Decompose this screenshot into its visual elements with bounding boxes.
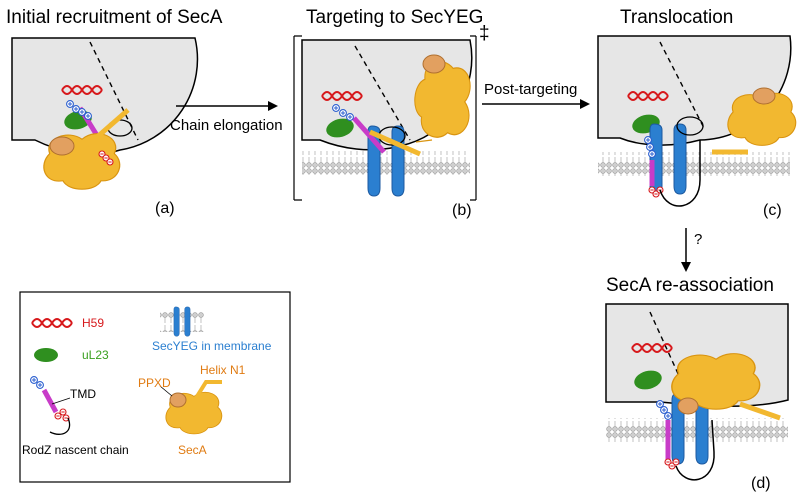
legend-label-tmd: TMD bbox=[70, 387, 96, 401]
legend-label-helix-n1: Helix N1 bbox=[200, 363, 246, 377]
arrow-label-chain-elongation: Chain elongation bbox=[170, 117, 283, 134]
legend-label-ppxd: PPXD bbox=[138, 376, 171, 390]
legend-label-nascent-chain: RodZ nascent chain bbox=[22, 443, 129, 457]
title-translocation: Translocation bbox=[620, 7, 734, 28]
legend-label-ul23: uL23 bbox=[82, 348, 109, 362]
membrane bbox=[302, 151, 470, 175]
legend-label-h59: H59 bbox=[82, 316, 105, 330]
arrow-label-question: ? bbox=[694, 231, 703, 248]
panel-a-diagram bbox=[11, 37, 199, 190]
legend-nascent-chain-icon bbox=[30, 376, 71, 435]
title-seca-reassociation: SecA re-association bbox=[606, 275, 774, 296]
arrow-reassociation bbox=[681, 228, 691, 272]
arrow-label-post-targeting: Post-targeting bbox=[484, 81, 578, 98]
arrow-chain-elongation bbox=[176, 101, 278, 111]
legend-label-secyeg: SecYEG in membrane bbox=[152, 339, 272, 353]
panel-label-a: (a) bbox=[155, 200, 175, 217]
panel-label-d: (d) bbox=[751, 475, 771, 492]
panel-b-diagram bbox=[293, 35, 477, 201]
panel-d-diagram bbox=[605, 303, 789, 481]
legend-ul23-icon bbox=[34, 348, 58, 362]
title-initial-recruitment: Initial recruitment of SecA bbox=[6, 7, 223, 28]
panel-c-diagram bbox=[597, 35, 797, 207]
legend-box bbox=[19, 291, 291, 483]
legend-label-seca: SecA bbox=[178, 443, 207, 457]
arrow-post-targeting bbox=[482, 99, 590, 109]
legend-seca-icon bbox=[159, 380, 223, 435]
title-targeting: Targeting to SecYEG bbox=[306, 7, 484, 28]
panel-label-b: (b) bbox=[452, 202, 472, 219]
title-targeting-mark: ‡ bbox=[479, 23, 490, 44]
legend-secyeg-icon bbox=[160, 306, 204, 337]
panel-label-c: (c) bbox=[763, 202, 782, 219]
